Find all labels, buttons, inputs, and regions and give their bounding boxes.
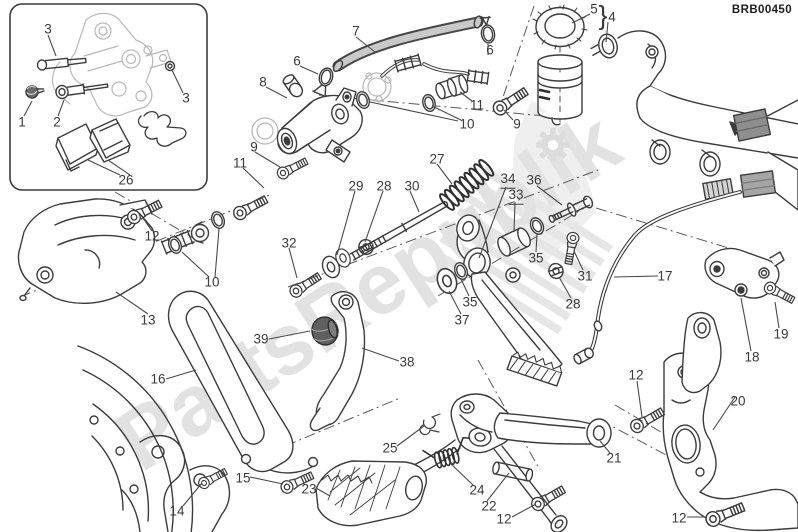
- part-label: 12: [496, 511, 512, 527]
- part-label: 9: [513, 116, 521, 132]
- leader-lines: [23, 13, 780, 518]
- part-label: 29: [348, 178, 364, 194]
- relays: [55, 118, 131, 172]
- pipe-fitting: [435, 74, 469, 100]
- spring: [439, 159, 495, 211]
- part-label: 21: [606, 450, 622, 466]
- part-label: 15: [235, 470, 251, 486]
- part-label: 8: [259, 74, 267, 90]
- part-label: 20: [730, 393, 746, 409]
- frame-bracket: [590, 30, 798, 211]
- gear-icon: [536, 128, 570, 162]
- pipe-seal-left: [353, 89, 373, 111]
- part-label: 4: [608, 9, 616, 25]
- guard-bolt: [196, 465, 230, 491]
- part-label: 14: [169, 503, 185, 519]
- part-label: }: [598, 0, 608, 31]
- part-label: 13: [140, 312, 156, 328]
- part-label: 25: [382, 440, 398, 456]
- part-label: 11: [469, 97, 485, 113]
- part-label: 33: [508, 188, 524, 205]
- pad-spring-clip: [137, 111, 187, 147]
- linkage-arm: [681, 311, 722, 394]
- plate-bolt: [627, 404, 667, 436]
- part-label: 39: [253, 331, 269, 347]
- pivot-bushing: [497, 227, 531, 257]
- reservoir-hose: [332, 15, 484, 73]
- clevis-pin: [492, 461, 534, 482]
- part-label: 6: [293, 53, 301, 69]
- part-label: 35: [528, 250, 544, 266]
- part-label: 26: [118, 172, 134, 188]
- pivot-pin: [548, 195, 594, 223]
- mc-mount-bolt: [274, 155, 310, 182]
- part-label: 32: [281, 235, 297, 251]
- heel-bracket: [309, 291, 366, 432]
- part-label: 24: [469, 482, 485, 498]
- rear-caliper: [17, 198, 156, 305]
- sensor-cable: [573, 190, 742, 365]
- rubber-cap: [25, 85, 45, 99]
- part-label: 7: [352, 23, 360, 39]
- part-label: 37: [454, 312, 470, 328]
- footpeg: [315, 460, 427, 527]
- part-label: 5: [590, 1, 598, 17]
- brake-pipe: [362, 53, 490, 103]
- part-label: 19: [773, 326, 789, 342]
- part-label: 1: [18, 114, 26, 130]
- part-label: 34: [500, 172, 516, 189]
- pad-pin: [36, 57, 87, 71]
- part-label: 16: [150, 371, 166, 387]
- part-label: 28: [376, 178, 392, 194]
- part-label: 2: [53, 114, 61, 130]
- part-label: 17: [657, 268, 673, 284]
- part-label: 9: [250, 139, 258, 155]
- part-label: 23: [301, 481, 317, 497]
- grommet: [311, 316, 340, 346]
- pipe-bolt: [490, 84, 531, 119]
- part-label: 28: [565, 296, 581, 312]
- part-label: 22: [481, 498, 497, 514]
- part-label: 27: [429, 151, 445, 167]
- sensor-bracket: [704, 247, 785, 299]
- disc-guard: [167, 290, 319, 474]
- part-label: 6: [486, 42, 494, 58]
- part-label: 12: [144, 228, 160, 244]
- bracket-bolt: [761, 279, 797, 307]
- part-label: 10: [204, 274, 220, 290]
- sensor-connector: [702, 108, 777, 201]
- part-label: 38: [399, 354, 415, 370]
- hose-clamp-left: [312, 67, 334, 98]
- return-spring: [422, 436, 471, 469]
- part-label: 35: [462, 294, 478, 310]
- part-label: 11: [232, 155, 248, 171]
- part-label: 18: [744, 349, 760, 365]
- part-label: 12: [671, 510, 687, 526]
- caliper-banjo: [160, 221, 210, 255]
- part-label: 3: [182, 90, 190, 106]
- brake-pedal: [456, 214, 563, 387]
- part-label: 31: [577, 268, 593, 284]
- pipe-seal-right: [420, 92, 438, 114]
- part-label: 12: [628, 367, 644, 383]
- reservoir: [532, 4, 588, 126]
- part-label: 30: [404, 178, 420, 194]
- part-label: 3: [44, 21, 52, 37]
- part-label: 10: [459, 116, 475, 132]
- brake-disc: [77, 345, 231, 532]
- wear-sensor: [55, 83, 109, 100]
- hose-clamp-right: [479, 15, 496, 44]
- banjo-seal: [208, 209, 228, 231]
- part-code: BRB00450: [731, 4, 792, 16]
- retaining-clip: [419, 413, 441, 436]
- master-cylinder: [251, 74, 363, 163]
- pin-nut: [164, 60, 176, 72]
- part-label: 36: [526, 172, 542, 188]
